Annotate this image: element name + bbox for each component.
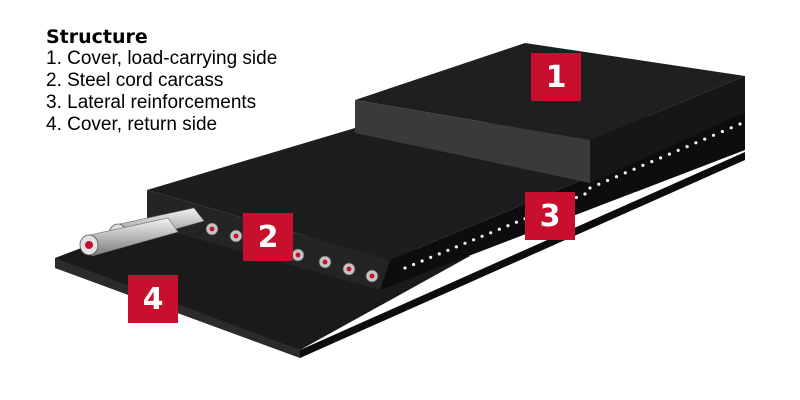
reinforcement-dot (623, 171, 627, 175)
legend-item-cover-return-side: 4. Cover, return side (46, 114, 218, 135)
steel-cord-ends (205, 222, 379, 283)
legend-item-steel-cord-carcass: 2. Steel cord carcass (46, 70, 224, 91)
reinforcement-dot (632, 167, 636, 171)
reinforcement-dot (597, 182, 601, 186)
protruding-steel-cords (79, 207, 205, 257)
reinforcement-dot (497, 227, 501, 231)
reinforcement-dot (420, 259, 424, 263)
reinforcement-dot (514, 220, 519, 224)
reinforcement-dot (463, 241, 467, 245)
label-badge-2: 2 (243, 213, 293, 261)
reinforcement-dot (650, 160, 654, 164)
steel-cord-core (209, 226, 215, 232)
reinforcement-dot (429, 255, 433, 259)
reinforcement-dot (412, 262, 416, 267)
reinforcement-dot (641, 163, 645, 167)
top-cover-front-face (355, 100, 590, 183)
reinforcement-dot (606, 178, 610, 183)
reinforcement-dot (574, 195, 579, 200)
steel-cord-core (369, 273, 375, 279)
return-cover-right-edge (300, 152, 745, 358)
reinforcement-dot (588, 186, 592, 190)
legend-title: Structure (46, 26, 148, 48)
reinforcement-dot (703, 137, 707, 141)
reinforcement-dot (676, 148, 680, 152)
label-badge-1: 1 (531, 53, 581, 101)
legend-item-lateral-reinforcements: 3. Lateral reinforcements (46, 92, 257, 113)
reinforcement-dot (659, 156, 663, 160)
legend-item-cover-load-side: 1. Cover, load-carrying side (46, 48, 278, 69)
reinforcement-dot (738, 122, 742, 126)
steel-cord-core (322, 259, 328, 265)
reinforcement-dot (506, 224, 510, 228)
reinforcement-dot (729, 126, 733, 130)
label-badge-4: 4 (128, 275, 178, 323)
reinforcement-dot (711, 133, 716, 137)
reinforcement-dot (403, 266, 407, 270)
label-badge-3: 3 (525, 192, 575, 240)
reinforcement-dot (720, 129, 725, 134)
steel-cord-core (346, 266, 352, 272)
legend-list: 1. Cover, load-carrying side 2. Steel co… (46, 48, 277, 136)
reinforcement-dot (446, 248, 450, 252)
top-cover-side-face (590, 76, 745, 183)
reinforcement-dot (472, 238, 476, 242)
reinforcement-dot (614, 175, 619, 179)
reinforcement-dot (583, 192, 587, 196)
structure-legend: Structure 1. Cover, load-carrying side 2… (46, 26, 277, 136)
reinforcement-dot (480, 234, 484, 238)
reinforcement-dot (437, 252, 441, 256)
reinforcement-dot (489, 231, 493, 235)
reinforcement-dot (454, 245, 458, 249)
steel-cord-core (233, 233, 239, 239)
reinforcement-dot (685, 145, 689, 149)
lateral-reinforcement-dots (403, 122, 742, 270)
steel-cord-core (295, 252, 301, 258)
reinforcement-dot (667, 152, 672, 156)
reinforcement-dot (694, 141, 698, 145)
